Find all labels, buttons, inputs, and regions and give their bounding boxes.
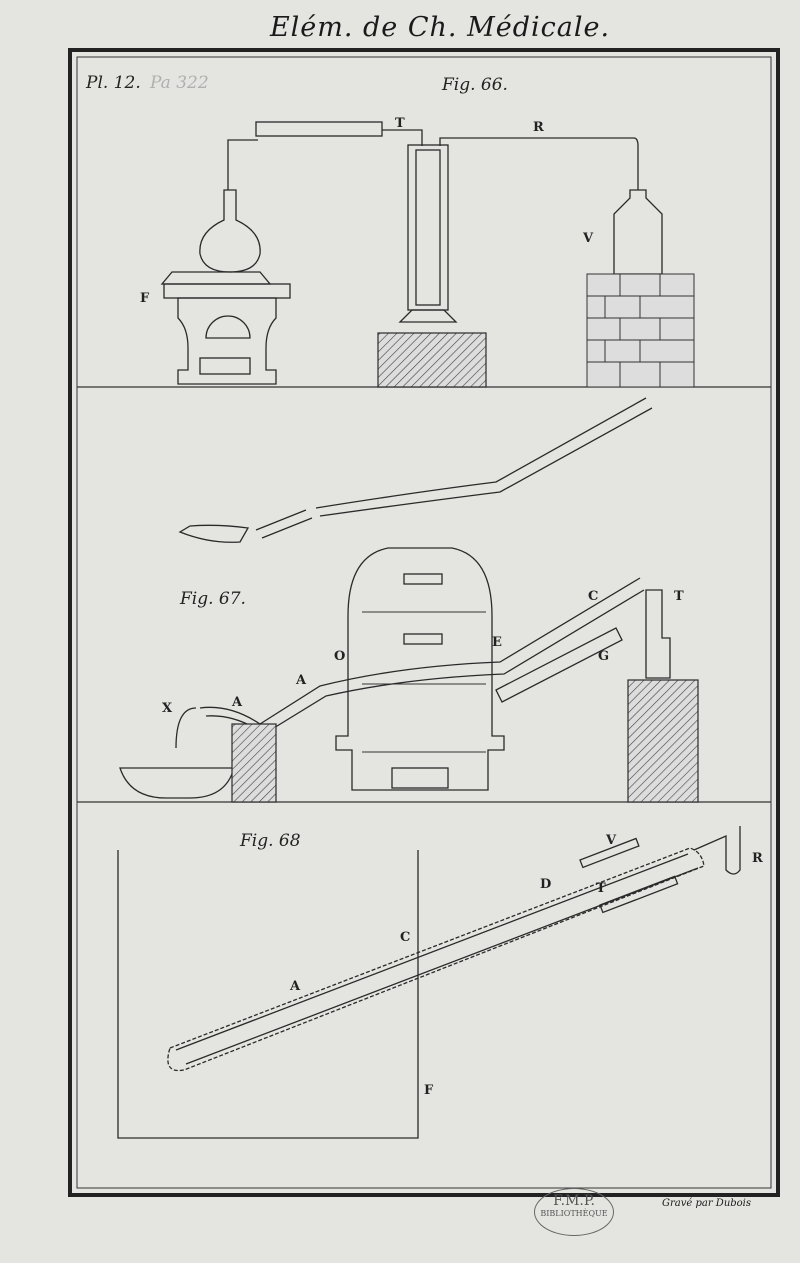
label-a: A — [289, 979, 301, 994]
plate-frame — [68, 48, 780, 1197]
fig67-stand — [627, 679, 699, 803]
fig67-support — [231, 723, 277, 803]
label-a: A — [295, 673, 307, 688]
fig66-tube — [439, 137, 639, 190]
fig66-cylinder — [377, 144, 487, 388]
fig67-retort-tube — [178, 397, 653, 543]
label-t: T — [596, 881, 606, 896]
fig66-bottle — [586, 189, 695, 388]
label-c: C — [400, 930, 410, 945]
fig67-main-tube — [199, 577, 645, 735]
label-v: V — [582, 231, 594, 246]
stamp-line2: BIBLIOTHÈQUE — [540, 1209, 608, 1218]
label-g: G — [598, 649, 609, 664]
label-a: A — [231, 695, 243, 710]
label-f: F — [424, 1083, 434, 1098]
engraver-credit: Gravé par Dubois — [662, 1198, 752, 1209]
plate-number: Pl. 12. — [85, 73, 141, 93]
label-x: X — [162, 701, 173, 716]
fig68-title: Fig. 68 — [239, 831, 301, 851]
label-e: E — [492, 635, 502, 650]
fig68-vessel — [117, 850, 419, 1139]
label-v: V — [605, 833, 617, 848]
plate-title: Elém. de Ch. Médicale. — [269, 12, 611, 43]
library-stamp: F.M.P. BIBLIOTHÈQUE — [534, 1188, 614, 1236]
page-note: Pa 322 — [149, 73, 209, 93]
label-r: R — [752, 851, 763, 866]
label-r: R — [533, 120, 544, 135]
fig66-condenser — [255, 121, 383, 137]
fig67-furnace — [335, 547, 505, 791]
label-f: F — [140, 291, 150, 306]
fig66-furnace — [160, 271, 291, 385]
label-d: D — [540, 877, 551, 892]
fig66-flask — [199, 139, 261, 273]
stamp-line1: F.M.P. — [553, 1193, 595, 1209]
fig68-tube — [167, 826, 741, 1072]
fig66-title: Fig. 66. — [441, 75, 508, 95]
label-c: C — [588, 589, 598, 604]
fig67-title: Fig. 67. — [179, 589, 246, 609]
label-t: T — [395, 116, 405, 131]
label-t: T — [674, 589, 684, 604]
label-o: O — [334, 649, 345, 664]
